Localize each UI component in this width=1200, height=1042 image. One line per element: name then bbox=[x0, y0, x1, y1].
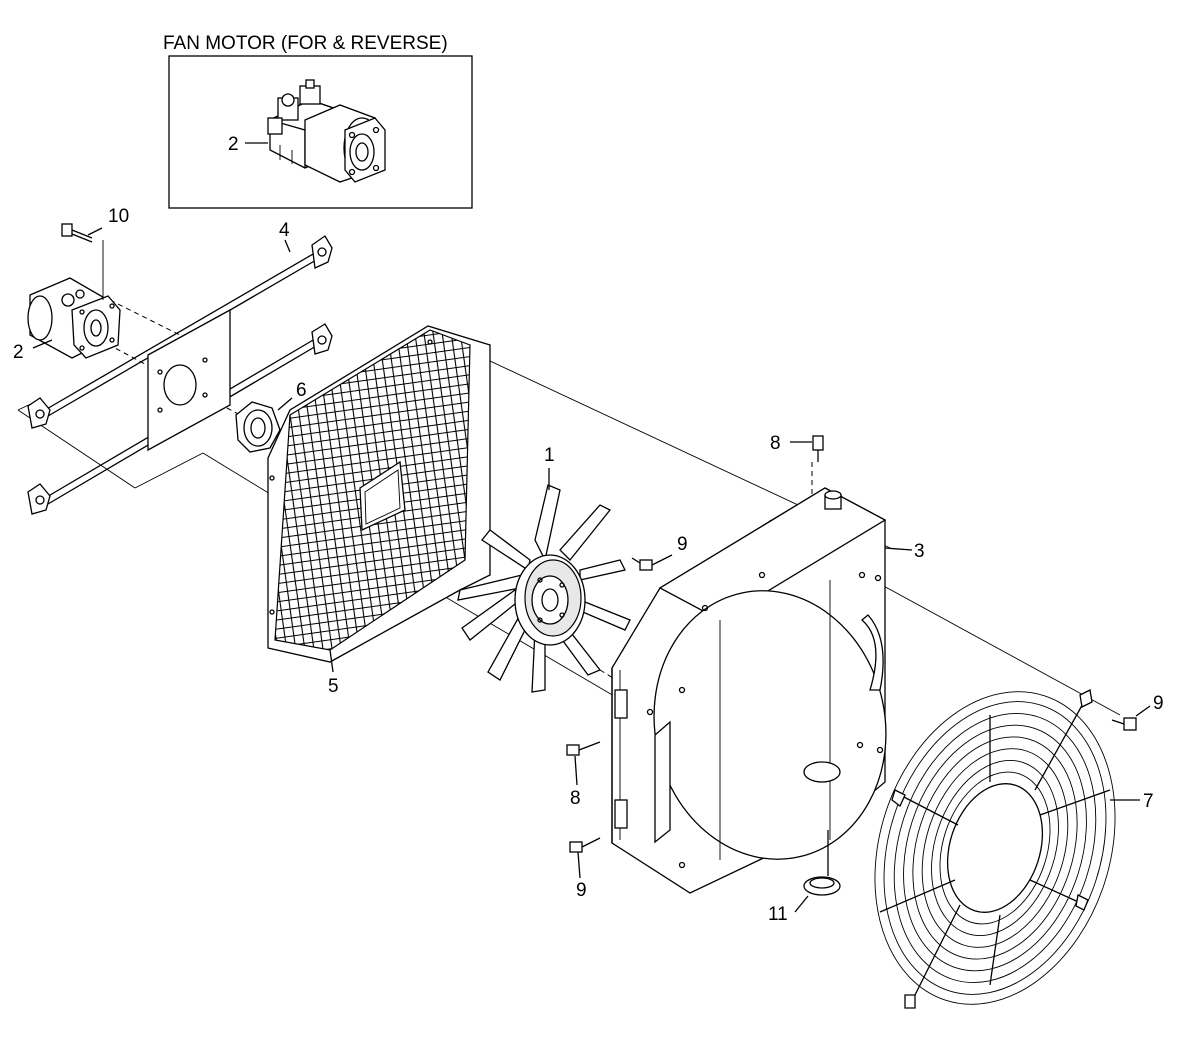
part-1-fan bbox=[457, 468, 631, 693]
part-8-bolt-top bbox=[790, 435, 824, 462]
part-7-fan-guard bbox=[874, 689, 1140, 1009]
part-9-bolt-right bbox=[1111, 705, 1151, 731]
callout-1: 1 bbox=[544, 445, 555, 466]
part-2-fan-motor bbox=[27, 277, 121, 359]
callout-9-right: 9 bbox=[1153, 693, 1164, 714]
callout-10: 10 bbox=[108, 206, 129, 227]
callout-7: 7 bbox=[1143, 791, 1154, 812]
callout-3: 3 bbox=[914, 541, 925, 562]
inset-callout-2: 2 bbox=[228, 134, 239, 155]
callout-labels: 1 2 3 4 5 6 7 8 8 9 9 9 10 11 bbox=[13, 206, 1164, 925]
callout-leaders bbox=[32, 239, 291, 349]
part-3-fan-shroud bbox=[611, 487, 913, 894]
callout-8-bottom: 8 bbox=[570, 788, 581, 809]
inset-title: FAN MOTOR (FOR & REVERSE) bbox=[163, 33, 448, 54]
callout-11: 11 bbox=[768, 904, 788, 925]
callout-6: 6 bbox=[296, 380, 307, 401]
callout-5: 5 bbox=[328, 676, 339, 697]
part-11-grommet bbox=[794, 830, 841, 913]
callout-8-top: 8 bbox=[770, 433, 781, 454]
inset-frame bbox=[168, 55, 473, 209]
callout-2: 2 bbox=[13, 342, 24, 363]
part-5-radiator-screen bbox=[267, 325, 491, 673]
part-8-bolt-bottom bbox=[566, 741, 601, 786]
part-10-bolt bbox=[61, 223, 104, 300]
part-6-hub bbox=[235, 397, 293, 453]
callout-9-bottom: 9 bbox=[576, 880, 587, 901]
reversing-fan-motor-drawing bbox=[267, 79, 386, 183]
part-9-bolt-bottom bbox=[569, 837, 601, 879]
callout-9-fan: 9 bbox=[677, 534, 688, 555]
motor-mount-plate bbox=[147, 308, 231, 452]
fan-motor-inset: FAN MOTOR (FOR & REVERSE) bbox=[163, 33, 473, 209]
callout-4: 4 bbox=[279, 220, 290, 241]
part-9-bolt-fan bbox=[631, 554, 673, 571]
